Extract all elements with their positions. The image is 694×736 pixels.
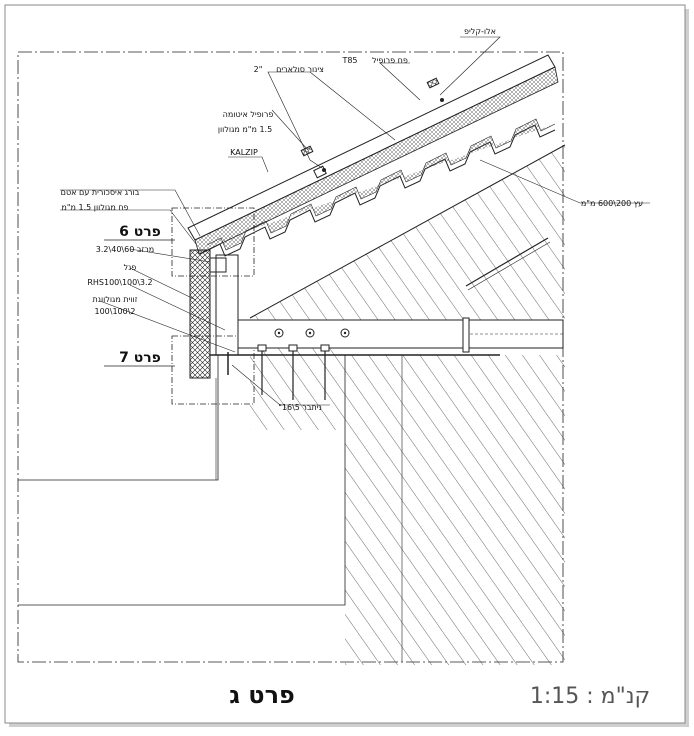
label-angle-size: 100\100\2 — [94, 307, 135, 316]
label-tin-profile: פח פרופיל — [372, 56, 408, 65]
label-t85: T85 — [341, 56, 357, 65]
label-wood: עץ 200\600 מ"מ — [581, 199, 643, 208]
label-screw: בורג איסכורית עם אטם — [61, 188, 140, 197]
drawing-title: פרט ג — [229, 681, 295, 709]
detail-6-box — [171, 207, 255, 277]
label-pipe: צינור סולארים — [276, 65, 324, 74]
horizontal-beam — [237, 319, 564, 349]
roof-assembly — [187, 54, 559, 257]
alu-clip-1 — [426, 77, 440, 89]
wall-outline — [18, 355, 219, 481]
label-rhs: RHS100\100\3.2 — [87, 278, 152, 287]
drawing-scale: קנ"מ : 1:15 — [530, 684, 650, 709]
label-angle: זווית מגולוונת — [93, 295, 138, 304]
label-panel: פנל — [124, 263, 137, 272]
label-pipe-size: 2" — [254, 65, 263, 74]
slot — [465, 237, 549, 287]
corrugated-profile — [199, 124, 556, 257]
label-galv-sheet: פח מגולוון 1.5 מ"מ — [61, 203, 128, 212]
label-profile-support: פרופיל איטומה — [223, 110, 274, 119]
label-detail-7: פרט 7 — [119, 350, 161, 366]
slab-outline — [18, 355, 346, 606]
label-bracket: מרזב 60\40\3.2 — [96, 245, 154, 254]
panel — [189, 249, 211, 379]
beam-plate — [462, 317, 470, 353]
label-alu-clip: אלו-קליפ — [464, 27, 496, 36]
label-detail-6: פרט 6 — [119, 224, 161, 240]
label-profile-thk: 1.5 מ"מ מגולוון — [218, 125, 272, 134]
detail-7-box — [171, 335, 255, 405]
label-anchor: ניתבר 5\16" — [278, 403, 322, 412]
slot-inner — [467, 241, 551, 291]
label-kalzip: KALZIP — [230, 148, 258, 157]
alu-clip-2 — [300, 145, 314, 157]
bracket — [209, 257, 227, 273]
